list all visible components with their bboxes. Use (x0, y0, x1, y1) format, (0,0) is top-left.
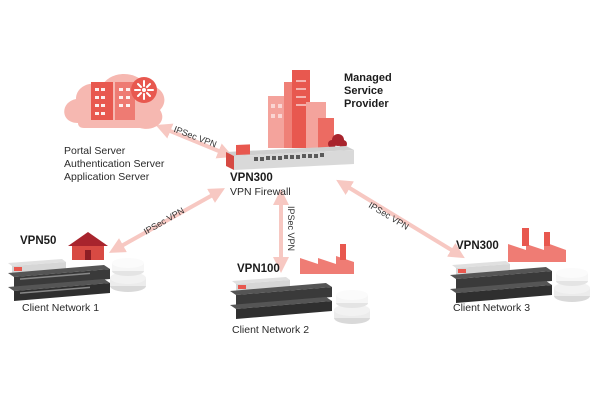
vpn-link-cloud (155, 123, 234, 159)
branch-model: VPN50 (20, 235, 57, 247)
server-name: Application Server (64, 171, 150, 184)
factory-icon (300, 244, 354, 274)
client-network-1-equipment (8, 232, 146, 301)
server-name: Authentication Server (64, 158, 165, 171)
access-point-icon (554, 268, 590, 302)
switch-stack-icon (8, 259, 110, 301)
branch-model: VPN300 (456, 240, 499, 252)
wheel-icon (131, 77, 157, 103)
server-name: Portal Server (64, 145, 126, 157)
client-network-2-equipment (230, 244, 370, 324)
vpn300-firewall-device (226, 144, 354, 170)
switch-stack-icon (230, 277, 332, 319)
provider-building-icon (268, 70, 347, 148)
branch-network: Client Network 3 (453, 302, 531, 314)
hub-subtitle: VPN Firewall (230, 186, 291, 198)
branch-model: VPN100 (237, 263, 280, 275)
provider-label: Managed Service Provider (344, 72, 392, 111)
branch-network: Client Network 2 (232, 324, 310, 336)
switch-stack-icon (450, 261, 552, 303)
server-list: Portal Server Authentication Server Appl… (64, 145, 164, 184)
hub-model: VPN300 (230, 172, 273, 184)
access-point-icon (334, 290, 370, 324)
vpn-link-network-3 (336, 179, 465, 259)
vpn-link-network-1 (109, 188, 225, 253)
vpn-link-label: IPSec VPN (286, 206, 296, 252)
access-point-icon (110, 258, 146, 292)
vpn-links (109, 123, 465, 273)
server-rack-icon (91, 82, 135, 120)
factory-icon (508, 228, 566, 262)
house-icon (68, 232, 108, 260)
client-network-3-equipment (450, 228, 590, 303)
branch-network: Client Network 1 (22, 302, 100, 314)
cloud-icon (64, 74, 165, 129)
